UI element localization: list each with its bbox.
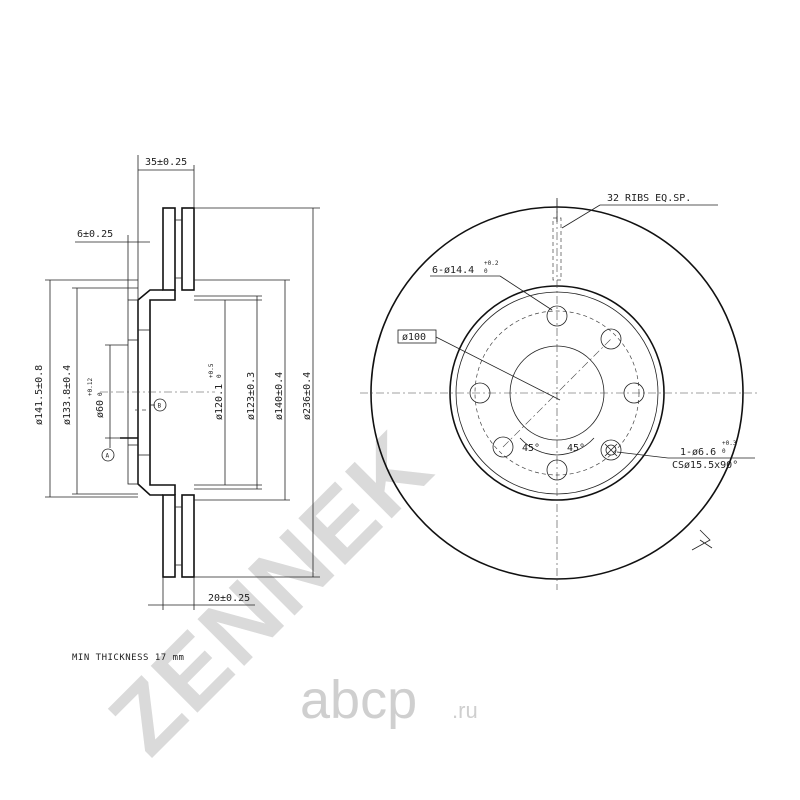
- bolt-hole: [492, 436, 514, 458]
- screw-hole-label: 1-ø6.6: [680, 447, 716, 458]
- countersink-label: CSø15.5x90°: [672, 460, 738, 471]
- ribs-label: 32 RIBS EQ.SP.: [607, 193, 691, 204]
- bolt-hole: [546, 459, 568, 481]
- dim-d236-label: ø236±0.4: [302, 372, 313, 420]
- holes-tol-lower: 0: [484, 268, 488, 275]
- dim-braking-thickness: 20±0.25: [148, 577, 255, 610]
- dim-d236: ø236±0.4: [194, 207, 320, 578]
- ribs-callout: 32 RIBS EQ.SP.: [561, 193, 718, 229]
- screw-hole-tol-upper: +0.3: [722, 440, 737, 447]
- angle-left-label: 45°: [522, 443, 540, 454]
- brand-logo: abcp .ru: [300, 670, 478, 730]
- bolt-holes: [469, 305, 645, 481]
- dim-d140: ø140±0.4: [194, 279, 290, 501]
- dim-d120-tol-lower: 0: [216, 374, 223, 378]
- bolt-hole: [623, 382, 645, 404]
- dim-d60-tol-upper: +0.12: [87, 378, 94, 396]
- dim-d123-label: ø123±0.3: [246, 372, 257, 420]
- dim-d120: ø120.1 +0.5 0: [208, 300, 226, 485]
- holes-callout: 6-ø14.4 +0.2 0: [430, 260, 553, 311]
- screw-hole-tol-lower: 0: [722, 448, 726, 455]
- datum-b: B: [150, 398, 167, 412]
- dim-d120-label: ø120.1: [214, 384, 225, 420]
- dim-d141: ø141.5±0.8: [34, 279, 138, 498]
- holes-label: 6-ø14.4: [432, 265, 474, 276]
- front-view: 32 RIBS EQ.SP. 6-ø14.4 +0.2 0 ø100 45° 4…: [360, 193, 760, 590]
- dim-d141-label: ø141.5±0.8: [34, 365, 45, 425]
- datum-b-label: B: [158, 403, 162, 410]
- dim-d120-tol-upper: +0.5: [208, 363, 215, 378]
- dim-d123: ø123±0.3: [194, 295, 262, 490]
- dim-braking-thickness-label: 20±0.25: [208, 593, 250, 604]
- brand-logo-name: abcp: [300, 670, 417, 730]
- side-section-view: 35±0.25 6±0.25 20±0.25 ø141.5±0.8 ø133.8…: [34, 155, 320, 610]
- pcd-callout: ø100: [397, 329, 561, 401]
- dim-d140-label: ø140±0.4: [274, 372, 285, 420]
- bolt-hole: [469, 382, 491, 404]
- brake-disc-section: [100, 207, 262, 578]
- angle-markers: 45° 45°: [519, 437, 595, 456]
- pcd-label: ø100: [402, 332, 426, 343]
- bolt-hole: [546, 305, 568, 327]
- bolt-hole: [600, 328, 622, 350]
- dim-overall-width: 35±0.25: [137, 155, 195, 300]
- dim-d60: ø60 +0.12 0: [87, 344, 128, 439]
- rotation-arrow-icon: [691, 529, 713, 551]
- screw-hole: [600, 439, 622, 461]
- dim-d60-tol-lower: 0: [97, 392, 104, 396]
- angle-right-label: 45°: [567, 443, 585, 454]
- dim-hat-thickness: 6±0.25: [75, 229, 150, 300]
- screw-hole-callout: 1-ø6.6 +0.3 0 CSø15.5x90°: [616, 440, 755, 471]
- datum-a: A: [101, 437, 138, 462]
- dim-d60-label: ø60: [95, 400, 106, 418]
- dim-d133: ø133.8±0.4: [62, 287, 138, 495]
- datum-a-label: A: [106, 453, 110, 460]
- rib-indicator: [552, 198, 562, 281]
- dim-overall-width-label: 35±0.25: [145, 157, 187, 168]
- min-thickness-note: MIN THICKNESS 17 mm: [72, 653, 184, 663]
- brand-logo-suffix: .ru: [452, 698, 478, 723]
- dim-d133-label: ø133.8±0.4: [62, 365, 73, 425]
- holes-tol-upper: +0.2: [484, 260, 499, 267]
- dim-hat-thickness-label: 6±0.25: [77, 229, 113, 240]
